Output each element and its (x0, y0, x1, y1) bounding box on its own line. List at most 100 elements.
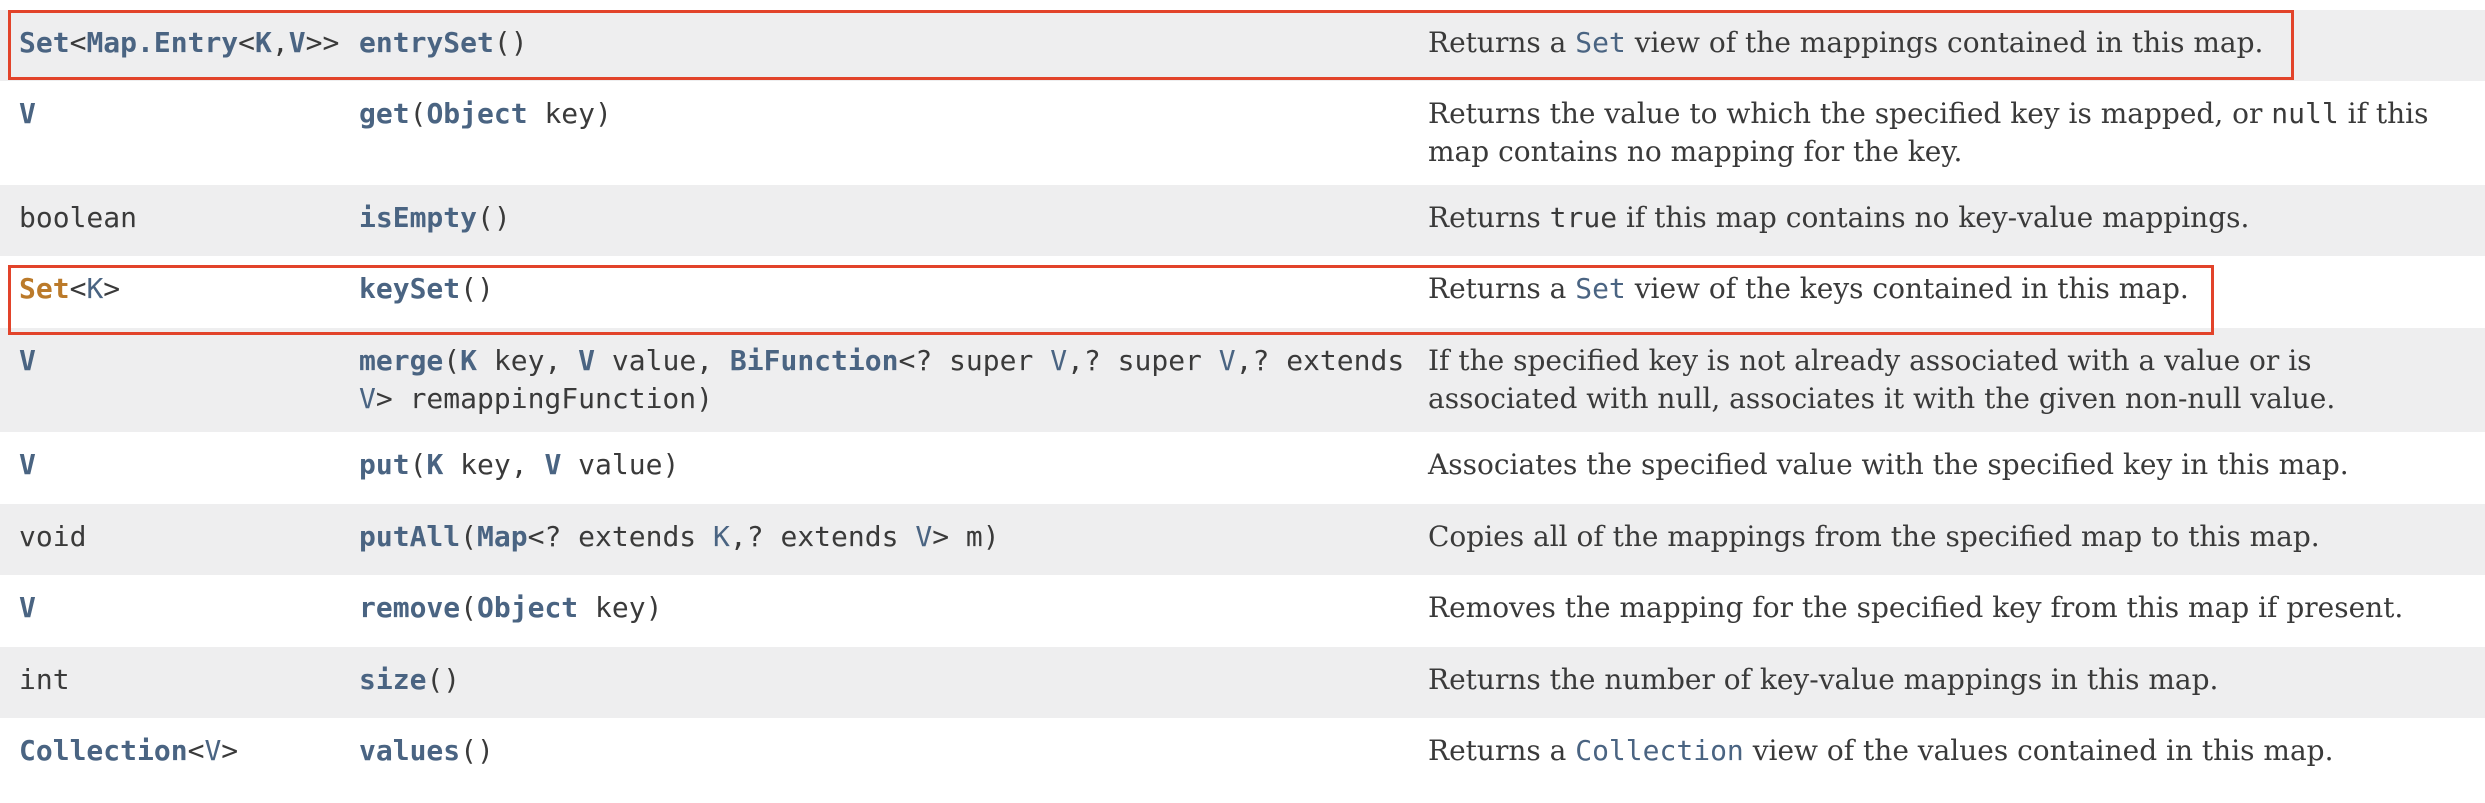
type-link[interactable]: V (915, 520, 933, 553)
method-signature[interactable]: isEmpty() (359, 199, 1419, 237)
modifier-and-type[interactable]: V (19, 95, 339, 133)
type-link[interactable]: K (86, 272, 104, 305)
text-segment: Returns (1428, 201, 1550, 234)
method-signature[interactable]: values() (359, 732, 1419, 770)
text-segment: key) (578, 591, 663, 624)
type-link[interactable]: V (359, 382, 376, 415)
method-link[interactable]: size (359, 663, 427, 696)
type-link[interactable]: Set (19, 26, 70, 59)
type-link[interactable]: V (578, 344, 596, 377)
text-segment: key, (477, 344, 579, 377)
text-segment: Returns a (1428, 272, 1576, 305)
text-segment: > (103, 272, 121, 305)
type-link[interactable]: K (460, 344, 478, 377)
method-signature[interactable]: put(K key, V value) (359, 446, 1419, 484)
table-row: Set<K> keySet() Returns a Set view of th… (0, 256, 2485, 328)
text-segment: view of the mappings contained in this m… (1625, 26, 2264, 59)
inline-code-link[interactable]: Set (1575, 26, 1626, 59)
type-link[interactable]: V (288, 26, 306, 59)
type-link[interactable]: V (1218, 344, 1236, 377)
text-segment: ( (460, 591, 478, 624)
type-link[interactable]: V (19, 448, 36, 481)
text-segment: Associates the specified value with the … (1428, 448, 2349, 481)
text-segment: Copies all of the mappings from the spec… (1428, 520, 2320, 553)
text-segment: ( (443, 344, 461, 377)
method-signature[interactable]: get(Object key) (359, 95, 1419, 133)
text-segment: ( (409, 448, 427, 481)
table-row: void putAll(Map<? extends K,? extends V>… (0, 504, 2485, 575)
type-link[interactable]: Map (477, 520, 528, 553)
method-description: Removes the mapping for the specified ke… (1428, 589, 2458, 627)
method-description: Copies all of the mappings from the spec… (1428, 518, 2458, 556)
modifier-and-type[interactable]: Set<Map.Entry<K,V>> (19, 24, 339, 62)
modifier-and-type: void (19, 518, 339, 556)
text-segment: view of the values contained in this map… (1743, 734, 2334, 767)
type-link[interactable]: V (1050, 344, 1068, 377)
table-row: V merge(K key, V value, BiFunction<? sup… (0, 328, 2485, 432)
method-signature[interactable]: merge(K key, V value, BiFunction<? super… (359, 342, 1419, 418)
method-link[interactable]: putAll (359, 520, 461, 553)
method-link[interactable]: put (359, 448, 410, 481)
type-link[interactable]: Map.Entry (86, 26, 239, 59)
text-segment: < (69, 26, 87, 59)
text-segment: () (460, 272, 494, 305)
text-segment: value) (561, 448, 680, 481)
type-link[interactable]: K (713, 520, 730, 553)
type-link[interactable]: K (426, 448, 444, 481)
modifier-and-type[interactable]: V (19, 589, 339, 627)
type-link[interactable]: V (19, 344, 36, 377)
method-link[interactable]: isEmpty (359, 201, 478, 234)
method-signature[interactable]: putAll(Map<? extends K,? extends V> m) (359, 518, 1419, 556)
inline-code-link[interactable]: Collection (1575, 734, 1744, 767)
modifier-and-type[interactable]: V (19, 446, 339, 484)
method-description: Returns a Set view of the keys contained… (1428, 270, 2458, 308)
modifier-and-type[interactable]: Set<K> (19, 270, 339, 308)
type-link[interactable]: Collection (19, 734, 188, 767)
text-segment: ,? extends (729, 520, 916, 553)
modifier-and-type[interactable]: Collection<V> (19, 732, 339, 770)
type-link[interactable]: V (19, 591, 36, 624)
text-segment: Returns a (1428, 734, 1576, 767)
method-signature[interactable]: keySet() (359, 270, 1419, 308)
method-link[interactable]: get (359, 97, 410, 130)
type-link[interactable]: V (19, 97, 36, 130)
text-segment: () (493, 26, 528, 59)
method-link[interactable]: entrySet (359, 26, 494, 59)
table-row: V put(K key, V value) Associates the spe… (0, 432, 2485, 504)
text-segment: Removes the mapping for the specified ke… (1428, 591, 2404, 624)
text-segment: ( (409, 97, 427, 130)
text-segment: view of the keys contained in this map. (1625, 272, 2189, 305)
text-segment: <? extends (527, 520, 714, 553)
text-segment: > m) (932, 520, 1000, 553)
type-link[interactable]: V (204, 734, 222, 767)
method-link[interactable]: remove (359, 591, 461, 624)
text-segment: <? super (898, 344, 1051, 377)
type-link[interactable]: BiFunction (729, 344, 899, 377)
type-link[interactable]: Object (477, 591, 579, 624)
method-description: Associates the specified value with the … (1428, 446, 2458, 484)
method-signature[interactable]: remove(Object key) (359, 589, 1419, 627)
inline-code-link[interactable]: Set (1575, 272, 1626, 305)
modifier-and-type[interactable]: V (19, 342, 339, 380)
text-segment: if this map contains no key-value mappin… (1617, 201, 2250, 234)
text-segment: < (238, 26, 256, 59)
table-row: Collection<V> values() Returns a Collect… (0, 718, 2485, 790)
method-description: Returns the number of key-value mappings… (1428, 661, 2458, 699)
method-link[interactable]: values (359, 734, 461, 767)
text-segment: int (19, 663, 70, 696)
text-segment: < (187, 734, 205, 767)
method-summary-table: Set<Map.Entry<K,V>> entrySet() Returns a… (0, 10, 2485, 790)
text-segment: , (271, 26, 289, 59)
type-link[interactable]: V (544, 448, 562, 481)
method-link[interactable]: merge (359, 344, 444, 377)
type-link[interactable]: Object (426, 97, 528, 130)
method-description: Returns a Set view of the mappings conta… (1428, 24, 2458, 62)
method-signature[interactable]: size() (359, 661, 1419, 699)
text-segment: value, (595, 344, 730, 377)
method-link[interactable]: keySet (359, 272, 461, 305)
type-link[interactable]: K (255, 26, 272, 59)
text-segment: If the specified key is not already asso… (1428, 344, 2336, 415)
type-link[interactable]: Set (19, 272, 70, 305)
method-signature[interactable]: entrySet() (359, 24, 1419, 62)
method-description: Returns a Collection view of the values … (1428, 732, 2458, 770)
